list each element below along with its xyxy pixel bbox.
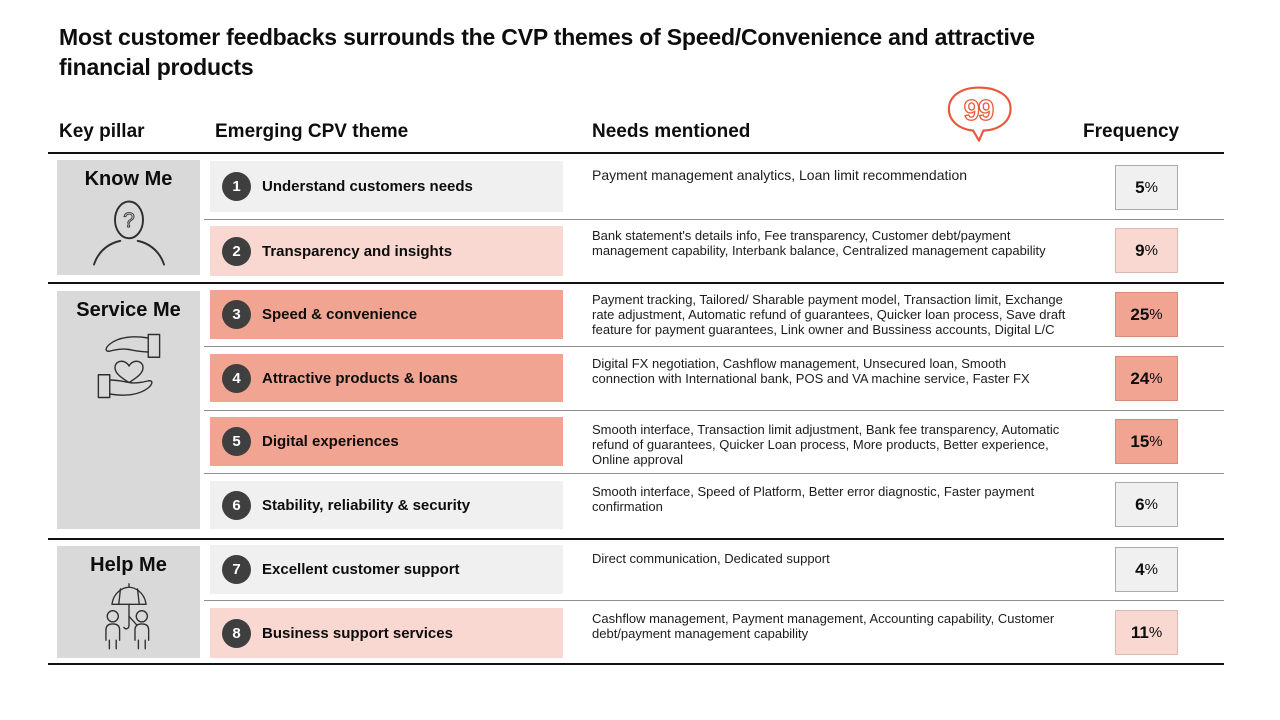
frequency-value: 9 [1135, 240, 1145, 260]
frequency-value: 6 [1135, 494, 1145, 514]
needs-text: Smooth interface, Speed of Platform, Bet… [592, 484, 1035, 515]
theme-row-8: 8 Business support services [210, 608, 563, 658]
needs-text: Payment tracking, Tailored/ Sharable pay… [592, 292, 1066, 338]
frequency-box: 4% [1115, 547, 1178, 592]
needs-text: Smooth interface, Transaction limit adju… [592, 422, 1060, 468]
theme-row-2: 2 Transparency and insights [210, 226, 563, 276]
percent-sign: % [1144, 242, 1158, 259]
divider-row [204, 600, 1224, 601]
divider-section-2 [48, 538, 1224, 540]
theme-number-badge: 1 [222, 172, 251, 201]
pillar-help-me: Help Me [57, 546, 200, 658]
frequency-box: 24% [1115, 356, 1178, 401]
hands-heart-icon [87, 326, 171, 411]
percent-sign: % [1144, 496, 1158, 513]
percent-sign: % [1149, 433, 1163, 450]
page-title: Most customer feedbacks surrounds the CV… [59, 24, 1035, 81]
theme-row-7: 7 Excellent customer support [210, 545, 563, 594]
divider-row [204, 346, 1224, 347]
pillar-label: Know Me [84, 168, 173, 190]
percent-sign: % [1149, 306, 1163, 323]
divider-row [204, 410, 1224, 411]
frequency-box: 25% [1115, 292, 1178, 337]
frequency-value: 5 [1135, 177, 1145, 197]
theme-row-4: 4 Attractive products & loans [210, 354, 563, 402]
percent-sign: % [1144, 561, 1158, 578]
needs-text: Direct communication, Dedicated support [592, 551, 830, 566]
pillar-label: Service Me [76, 299, 181, 321]
theme-number-badge: 5 [222, 427, 251, 456]
theme-number-badge: 8 [222, 618, 251, 648]
theme-label: Understand customers needs [262, 178, 473, 195]
theme-number-badge: 3 [222, 300, 251, 329]
theme-number-badge: 6 [222, 490, 251, 520]
frequency-value: 15 [1130, 431, 1150, 451]
svg-text:?: ? [123, 209, 135, 232]
divider-section-1 [48, 282, 1224, 284]
theme-label: Attractive products & loans [262, 369, 458, 387]
theme-number-badge: 7 [222, 555, 251, 584]
divider-row [204, 473, 1224, 474]
pillar-know-me: Know Me ? [57, 160, 200, 275]
svg-text:99: 99 [964, 95, 994, 127]
theme-label: Digital experiences [262, 433, 399, 450]
divider-bottom [48, 663, 1224, 665]
theme-number-badge: 4 [222, 363, 251, 393]
column-header-frequency: Frequency [1083, 121, 1180, 142]
theme-row-6: 6 Stability, reliability & security [210, 481, 563, 529]
column-header-theme: Emerging CPV theme [215, 121, 409, 142]
theme-label: Stability, reliability & security [262, 496, 471, 514]
column-header-needs: Needs mentioned [592, 121, 751, 142]
percent-sign: % [1144, 179, 1158, 196]
family-umbrella-icon [88, 581, 170, 660]
needs-text: Digital FX negotiation, Cashflow managem… [592, 356, 1030, 387]
theme-row-5: 5 Digital experiences [210, 417, 563, 466]
theme-label: Transparency and insights [262, 242, 453, 260]
frequency-value: 4 [1135, 559, 1145, 579]
theme-row-1: 1 Understand customers needs [210, 161, 563, 212]
percent-sign: % [1149, 370, 1163, 387]
quote-bubble-icon: 99 [943, 84, 1015, 155]
frequency-value: 11 [1130, 622, 1149, 642]
theme-label: Speed & convenience [262, 306, 418, 323]
theme-label: Business support services [262, 624, 453, 642]
needs-text: Bank statement's details info, Fee trans… [592, 228, 1046, 259]
theme-number-badge: 2 [222, 236, 251, 266]
theme-label: Excellent customer support [262, 561, 460, 578]
frequency-value: 25 [1130, 304, 1150, 324]
percent-sign: % [1148, 624, 1163, 641]
pillar-label: Help Me [90, 554, 167, 576]
theme-row-3: 3 Speed & convenience [210, 290, 563, 339]
divider-header [48, 152, 1224, 154]
frequency-box: 9% [1115, 228, 1178, 273]
pillar-service-me: Service Me [57, 291, 200, 529]
needs-text: Cashflow management, Payment management,… [592, 611, 1055, 642]
person-question-icon: ? [87, 195, 171, 276]
frequency-box: 6% [1115, 482, 1178, 527]
frequency-value: 24 [1130, 368, 1150, 388]
divider-row [204, 219, 1224, 220]
frequency-box: 11% [1115, 610, 1178, 655]
column-header-key-pillar: Key pillar [59, 121, 145, 142]
needs-text: Payment management analytics, Loan limit… [592, 167, 968, 183]
frequency-box: 5% [1115, 165, 1178, 210]
frequency-box: 15% [1115, 419, 1178, 464]
